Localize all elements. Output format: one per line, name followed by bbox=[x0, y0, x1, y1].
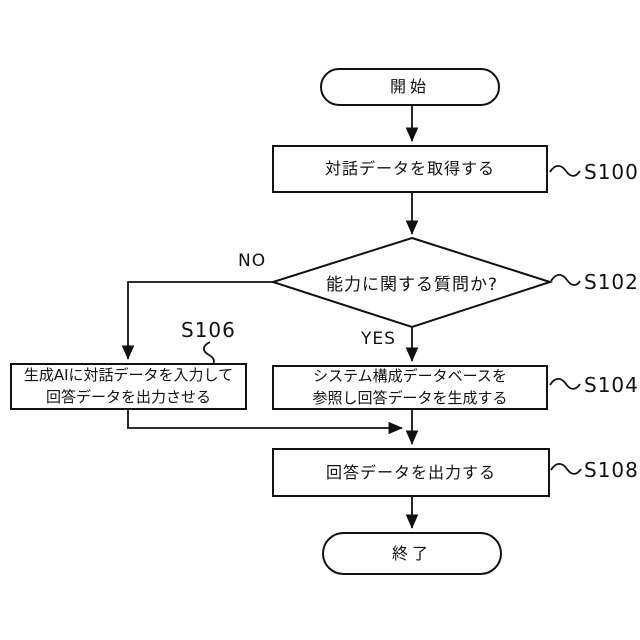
terminal-end-label: 終了 bbox=[391, 543, 432, 563]
leader-tilde-s104 bbox=[549, 377, 581, 390]
process-s104-line2: 参照し回答データを生成する bbox=[312, 388, 508, 407]
step-label-s106: S106 bbox=[181, 318, 236, 342]
edge-label-no: NO bbox=[238, 251, 267, 271]
process-s106-line1: 生成AIに対話データを入力して bbox=[23, 365, 234, 384]
terminal-start: 開始 bbox=[320, 68, 500, 106]
process-s100-label: 対話データを取得する bbox=[324, 159, 495, 179]
arrow-s106-merge bbox=[127, 410, 403, 435]
process-s100: 対話データを取得する bbox=[272, 145, 548, 193]
terminal-end: 終了 bbox=[322, 532, 502, 575]
process-s108-label: 回答データを出力する bbox=[325, 462, 496, 482]
arrow-no-branch bbox=[121, 281, 273, 360]
step-label-s102: S102 bbox=[584, 270, 639, 294]
process-s106-line2: 回答データを出力させる bbox=[45, 387, 211, 406]
process-s104: システム構成データベースを 参照し回答データを生成する bbox=[272, 365, 548, 410]
step-label-s100: S100 bbox=[584, 160, 639, 184]
process-s108: 回答データを出力する bbox=[272, 448, 550, 497]
process-s104-line1: システム構成データベースを bbox=[313, 366, 507, 385]
leader-tilde-s102 bbox=[550, 273, 581, 286]
step-label-s104: S104 bbox=[584, 373, 639, 397]
terminal-start-label: 開始 bbox=[389, 77, 430, 97]
process-s106: 生成AIに対話データを入力して 回答データを出力させる bbox=[10, 363, 247, 410]
edge-label-yes: YES bbox=[361, 329, 396, 349]
decision-s102-label: 能力に関する質問か? bbox=[325, 274, 499, 295]
step-label-s108: S108 bbox=[584, 458, 639, 482]
leader-tilde-s108 bbox=[550, 462, 582, 475]
leader-tilde-s100 bbox=[549, 164, 581, 177]
